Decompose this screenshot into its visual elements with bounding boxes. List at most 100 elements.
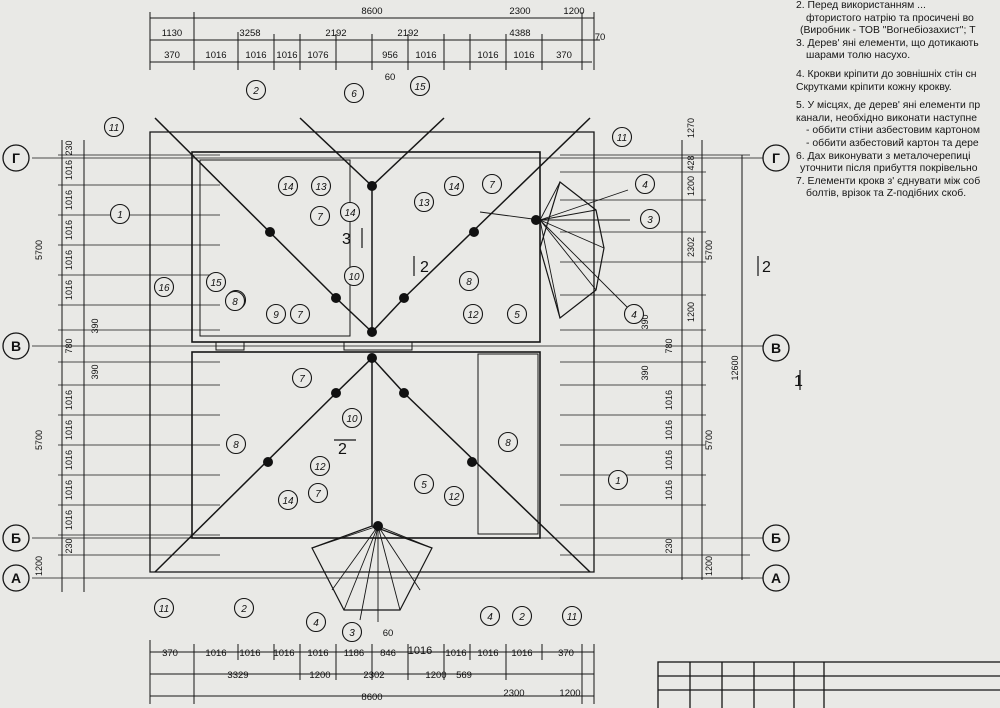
dim-text: 370 xyxy=(558,648,574,659)
callout-label: 7 xyxy=(299,374,305,385)
callout-bubble xyxy=(233,597,255,619)
dim-text: 1186 xyxy=(344,648,364,659)
callout-bubble xyxy=(310,175,332,197)
dim-text: 8600 xyxy=(361,6,382,17)
dim-text: 370 xyxy=(162,648,178,659)
callout-bubble xyxy=(309,455,331,477)
note-line: шарами толю насухо. xyxy=(806,50,911,62)
callout-bubble xyxy=(245,79,267,101)
callout-bubble xyxy=(462,303,484,325)
callout-label: 3 xyxy=(647,215,653,226)
callout-bubble xyxy=(265,303,287,325)
axis-bubbles: Г Г В В Б Б А А xyxy=(2,144,790,592)
callout-label: 7 xyxy=(297,310,303,321)
dim-text: 1016 xyxy=(445,648,466,659)
callout-bubble xyxy=(443,175,465,197)
axis-label: Г xyxy=(772,150,780,166)
dim-text: 1016 xyxy=(477,50,498,61)
lower-wall-outline xyxy=(191,351,541,539)
dim-text: 230 xyxy=(64,140,74,155)
callout-label: 7 xyxy=(317,212,323,223)
general-notes: 2. Перед використанням ... фтористого на… xyxy=(796,0,1000,201)
title-block xyxy=(657,661,1000,708)
dim-text: 5700 xyxy=(704,240,714,260)
dim-text: 3258 xyxy=(239,28,260,39)
left-dimensions: 230 1016 1016 1016 1016 1016 390 780 390… xyxy=(34,140,100,576)
dim-text: 1016 xyxy=(64,450,74,470)
callout-label: 14 xyxy=(448,182,460,193)
dim-text: 1016 xyxy=(64,190,74,210)
callout-bubble xyxy=(511,605,533,627)
dim-text: 2192 xyxy=(397,28,418,39)
dim-text: 8600 xyxy=(361,692,382,703)
dim-text: 1016 xyxy=(205,648,226,659)
dim-text: 2192 xyxy=(325,28,346,39)
axis-bubble-g-left xyxy=(2,144,30,172)
callout-bubble xyxy=(224,290,246,312)
axis-bubble-v-left xyxy=(2,332,30,360)
callout-label: 7 xyxy=(489,180,495,191)
callout-bubble xyxy=(506,303,528,325)
callout-bubble xyxy=(305,611,327,633)
callout-label: 5 xyxy=(514,310,520,321)
dim-text: 956 xyxy=(382,50,398,61)
callout-bubble xyxy=(109,203,131,225)
note-line: фтористого натрію та просичені во xyxy=(806,12,974,24)
dim-text: 1200 xyxy=(563,6,584,17)
hip-rafter xyxy=(403,392,591,573)
note-line: 2. Перед використанням ... xyxy=(796,0,926,11)
bottom-ticks xyxy=(149,640,595,704)
dim-text: 1200 xyxy=(686,302,696,322)
callout-bubble xyxy=(103,116,125,138)
callout-bubble xyxy=(225,433,247,455)
callout-label: 4 xyxy=(487,612,493,623)
dim-text: 1016 xyxy=(664,390,674,410)
callout-label: 3 xyxy=(349,628,355,639)
note-line: канали, необхідно виконати наступне xyxy=(796,112,978,124)
dim-text: 5700 xyxy=(704,430,714,450)
callout-label: 5 xyxy=(421,480,427,491)
callout-bubble xyxy=(153,276,175,298)
dim-text: 1016 xyxy=(205,50,226,61)
callout-bubble xyxy=(413,191,435,213)
dim-text: 1016 xyxy=(276,50,297,61)
axis-bubble-a-right xyxy=(762,564,790,592)
axis-label: А xyxy=(11,570,21,586)
callout-label: 1 xyxy=(615,476,621,487)
callout-bubble xyxy=(634,173,656,195)
callout-label: 12 xyxy=(448,492,460,503)
callout-label: 12 xyxy=(314,462,326,473)
dim-text: 1270 xyxy=(686,118,696,138)
section-mark: 2 xyxy=(420,259,429,276)
callout-label: 2 xyxy=(252,86,259,97)
dim-text: 2302 xyxy=(686,237,696,257)
dim-text: 4388 xyxy=(509,28,530,39)
section-mark: 2 xyxy=(762,259,771,276)
callout-label: 15 xyxy=(210,278,222,289)
callout-label: 11 xyxy=(159,604,169,615)
top-dimensions: 8600 2300 1200 1130 3258 2192 2192 4388 … xyxy=(162,6,606,83)
chimney-right xyxy=(343,341,413,351)
dim-text: 390 xyxy=(90,364,100,379)
hip-rafter xyxy=(371,117,445,187)
callout-label: 14 xyxy=(344,208,356,219)
dim-text: 1016 xyxy=(408,645,432,657)
callout-label: 12 xyxy=(467,310,479,321)
dim-text: 1016 xyxy=(415,50,436,61)
valley xyxy=(335,297,373,333)
callout-bubble xyxy=(343,82,365,104)
callout-bubble xyxy=(291,367,313,389)
axis-label: Б xyxy=(11,530,21,546)
callout-label: 9 xyxy=(273,310,279,321)
right-dimensions: 1270 428 1200 2302 1200 390 780 390 1016… xyxy=(640,118,740,576)
bay-rafters-bottom xyxy=(311,525,433,622)
callout-label: 2 xyxy=(518,612,525,623)
dim-text: 1016 xyxy=(664,480,674,500)
callout-bubble xyxy=(341,621,363,643)
dim-text: 230 xyxy=(664,538,674,553)
callout-label: 13 xyxy=(315,182,327,193)
dim-text: 1200 xyxy=(704,556,714,576)
top-ticks xyxy=(149,12,595,70)
dim-text: 1016 xyxy=(64,160,74,180)
